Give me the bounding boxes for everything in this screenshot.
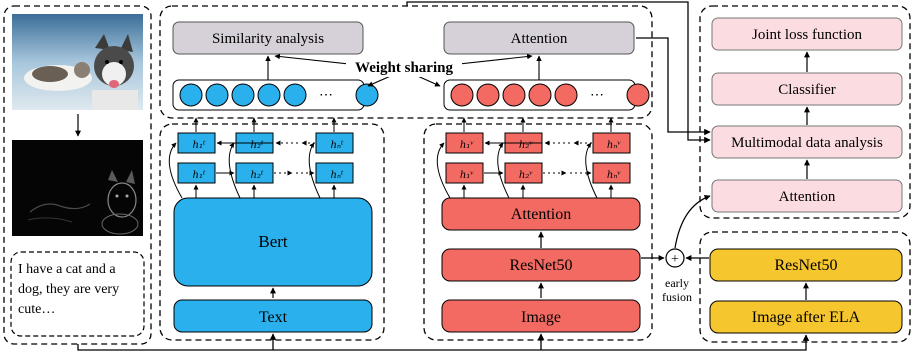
text-nodes-dots: ⋯ <box>319 88 333 103</box>
image-node-4 <box>528 83 552 107</box>
attention-fusion-box <box>711 179 903 213</box>
ela-input-box <box>709 300 903 334</box>
attention-top-label: Attention <box>511 31 568 47</box>
original-image <box>12 14 143 110</box>
attention-fusion-label: Attention <box>779 189 836 205</box>
weight-sharing-bg <box>346 57 462 77</box>
ela-input-label: Image after ELA <box>752 309 861 326</box>
similarity-analysis-box <box>172 21 364 55</box>
text-input-box <box>173 299 373 333</box>
joint-loss-label: Joint loss function <box>752 27 863 43</box>
similarity-analysis-label: Similarity analysis <box>212 31 324 47</box>
image-node-5 <box>554 83 578 107</box>
image-input-label: Image <box>521 309 561 326</box>
text-hidden-states <box>177 132 354 184</box>
image-hn-bottom: hₙᵛ <box>607 170 621 181</box>
image-hn-top: hₙᵛ <box>607 140 621 151</box>
ela-feature-frame <box>699 231 911 343</box>
text-node-6 <box>355 83 379 107</box>
resnet50-ela-box <box>709 248 903 282</box>
multimodal-analysis-label: Multimodal data analysis <box>731 135 883 151</box>
image-node-6 <box>626 83 650 107</box>
fusion-label-line-2: fusion <box>662 290 692 304</box>
weight-sharing-frame <box>159 5 653 119</box>
resnet50-ela-label: ResNet50 <box>774 257 837 274</box>
multimodal-analysis-box <box>711 125 903 159</box>
classifier-box <box>711 72 903 106</box>
caption-box <box>10 251 145 337</box>
classification-frame <box>699 5 911 219</box>
text-node-2 <box>205 83 229 107</box>
text-h1-top: h₁ᵗ <box>193 140 206 151</box>
resnet50-image-box <box>441 248 641 282</box>
bert-box <box>173 197 373 287</box>
text-node-3 <box>231 83 255 107</box>
image-node-2 <box>476 83 500 107</box>
resnet50-image-label: ResNet50 <box>509 257 572 274</box>
text-lstm-arrows <box>168 117 337 199</box>
joint-loss-box <box>711 17 903 51</box>
attention-top-box <box>443 21 635 55</box>
bert-label: Bert <box>258 232 288 251</box>
connector-lines <box>77 1 810 351</box>
text-node-1 <box>179 83 203 107</box>
image-attention-box <box>441 197 641 231</box>
text-h1-bottom: h₁ᵗ <box>193 170 206 181</box>
fusion-symbol: + <box>671 252 679 267</box>
image-lstm-arrows <box>436 117 614 199</box>
image-h1-bottom: h₁ᵛ <box>460 170 474 181</box>
image-node-3 <box>502 83 526 107</box>
caption-line-2: dog, they are very <box>18 282 119 297</box>
text-embedding-nodes <box>179 83 379 107</box>
caption-line-1: I have a cat and a <box>18 262 116 277</box>
text-node-4 <box>257 83 281 107</box>
text-hn-top: hₙᵗ <box>331 140 344 151</box>
image-h1-top: h₁ᵛ <box>460 140 474 151</box>
text-feature-frame <box>159 123 385 341</box>
text-input-label: Text <box>259 309 288 326</box>
text-h2-bottom: h₂ᵗ <box>251 170 264 181</box>
classifier-label: Classifier <box>778 82 836 98</box>
fusion-node <box>665 248 685 268</box>
image-embedding-nodes <box>450 83 650 107</box>
image-nodes-dots: ⋯ <box>590 88 604 103</box>
image-feature-frame <box>423 123 653 341</box>
input-data-frame <box>3 5 152 345</box>
text-node-5 <box>283 83 307 107</box>
fusion-arrows <box>641 194 711 261</box>
fusion-label-line-1: early <box>665 276 689 290</box>
caption-line-3: cute… <box>18 302 55 317</box>
image-node-1 <box>450 83 474 107</box>
image-attention-label: Attention <box>511 206 571 223</box>
weight-sharing-label: Weight sharing <box>355 60 453 76</box>
image-input-box <box>441 299 641 333</box>
ela-image <box>12 140 143 236</box>
image-h2-bottom: h₂ᵛ <box>519 170 533 181</box>
text-hn-bottom: hₙᵗ <box>331 170 344 181</box>
text-h2-top: h₂ᵗ <box>251 140 264 151</box>
image-h2-top: h₂ᵛ <box>519 140 533 151</box>
